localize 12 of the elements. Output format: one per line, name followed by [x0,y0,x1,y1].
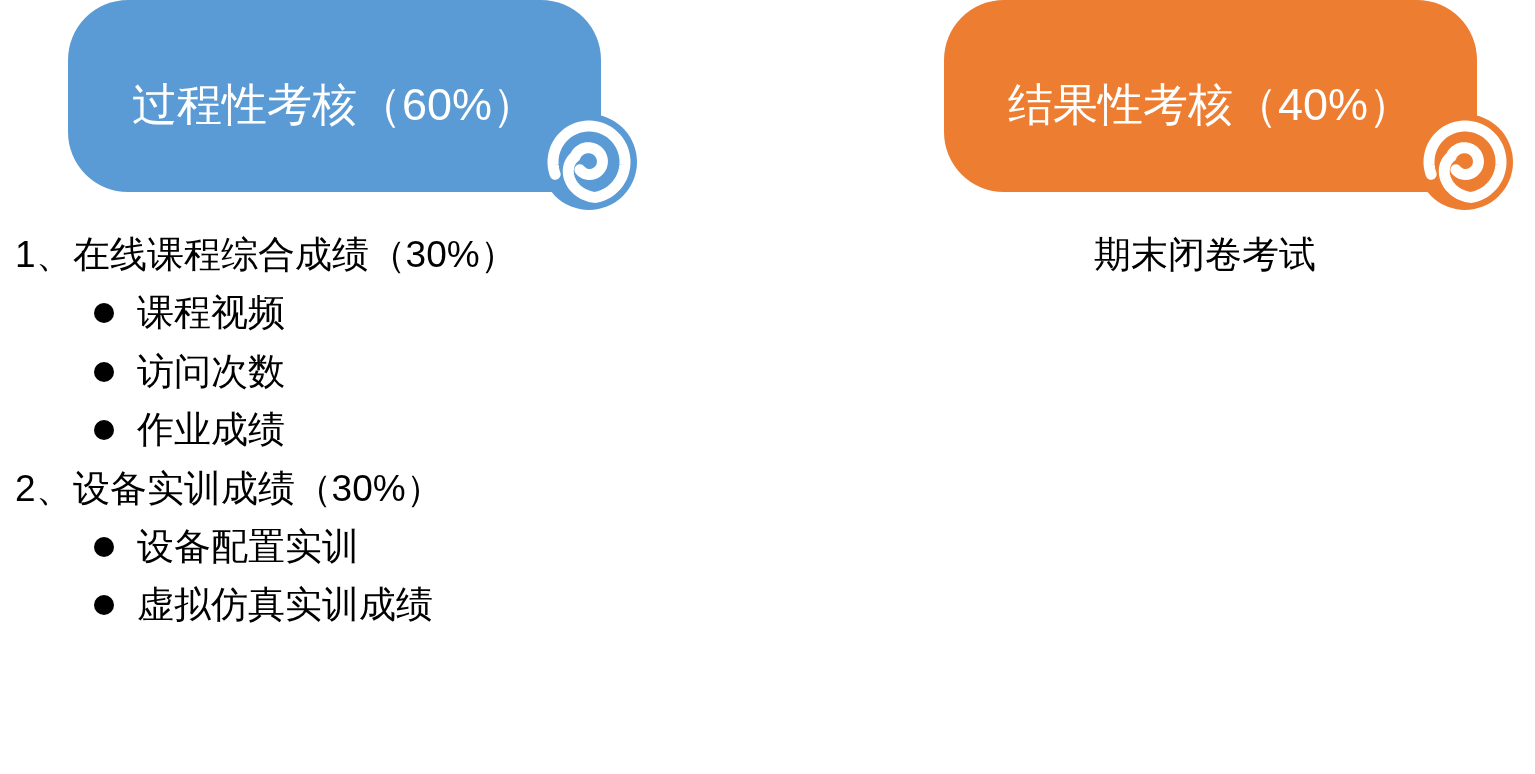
banner-title: 结果性考核（40%） [1006,78,1415,132]
list-item: 1、在线课程综合成绩（30%） [15,233,517,277]
list-item: 访问次数 [137,350,285,394]
list-item: 虚拟仿真实训成绩 [137,583,433,627]
list-item: 作业成绩 [137,408,285,452]
banner-box [944,0,1514,213]
list-item: 课程视频 [137,291,285,335]
banner-title: 过程性考核（60%） [130,78,539,132]
item-text: 期末闭卷考试 [1094,233,1316,277]
banner-box [68,0,638,213]
list-item: 设备配置实训 [137,525,359,569]
list-item: 2、设备实训成绩（30%） [15,467,443,511]
